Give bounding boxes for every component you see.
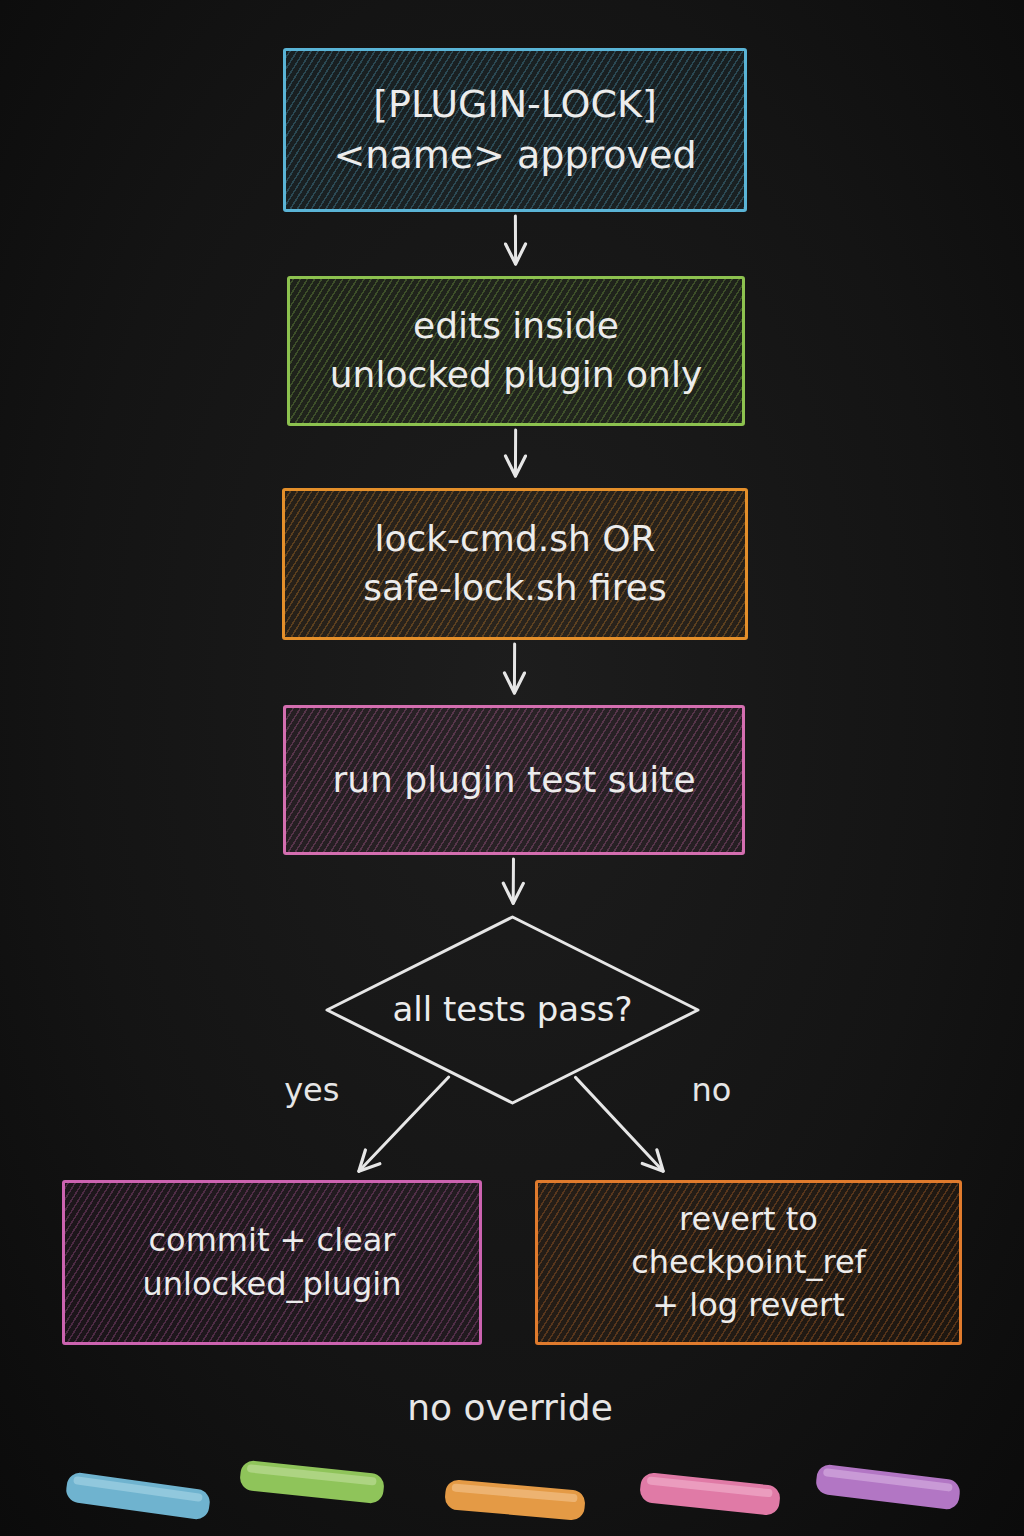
flow-arrow — [359, 1077, 449, 1171]
process-box: lock-cmd.sh OR safe-lock.sh fires — [282, 488, 748, 640]
flow-arrow — [575, 1077, 663, 1171]
chalk-stick-highlight — [823, 1468, 953, 1492]
node-text: run plugin test suite — [332, 756, 695, 805]
process-box: commit + clear unlocked_plugin — [62, 1180, 482, 1345]
chalk-stick — [65, 1471, 212, 1521]
chalk-stick-body — [444, 1479, 586, 1521]
note-label: no override — [407, 1387, 613, 1428]
chalk-stick — [444, 1479, 586, 1521]
node-text: all tests pass? — [392, 987, 632, 1033]
chalk-stick-highlight — [73, 1476, 203, 1502]
flow-arrow — [512, 859, 515, 903]
node-text: edits inside unlocked plugin only — [312, 302, 720, 399]
chalk-stick — [239, 1460, 385, 1505]
node-text: lock-cmd.sh OR safe-lock.sh fires — [307, 515, 723, 612]
process-box: revert to checkpoint_ref + log revert — [535, 1180, 962, 1345]
node-text: commit + clear unlocked_plugin — [87, 1219, 457, 1305]
chalk-stick-body — [65, 1471, 212, 1521]
decision-diamond: all tests pass? — [325, 915, 700, 1105]
chalk-stick-highlight — [452, 1483, 578, 1502]
process-box: edits inside unlocked plugin only — [287, 276, 745, 426]
chalk-stick-highlight — [247, 1464, 377, 1486]
chalk-stick — [815, 1463, 962, 1510]
node-text: [PLUGIN-LOCK] <name> approved — [308, 79, 722, 182]
chalk-stick-body — [239, 1460, 385, 1505]
chalk-stick — [639, 1472, 781, 1516]
flow-arrow — [514, 216, 517, 264]
chalk-stick-body — [815, 1463, 962, 1510]
process-box: run plugin test suite — [283, 705, 745, 855]
node-text: revert to checkpoint_ref + log revert — [560, 1198, 937, 1328]
edge-label: yes — [284, 1071, 339, 1109]
diamond-shape — [327, 917, 698, 1103]
flow-arrow — [514, 430, 517, 476]
chalk-stick-body — [639, 1472, 781, 1516]
flow-arrow — [513, 644, 516, 693]
process-box: [PLUGIN-LOCK] <name> approved — [283, 48, 747, 212]
edge-label: no — [691, 1071, 731, 1109]
chalk-stick-highlight — [647, 1476, 773, 1497]
